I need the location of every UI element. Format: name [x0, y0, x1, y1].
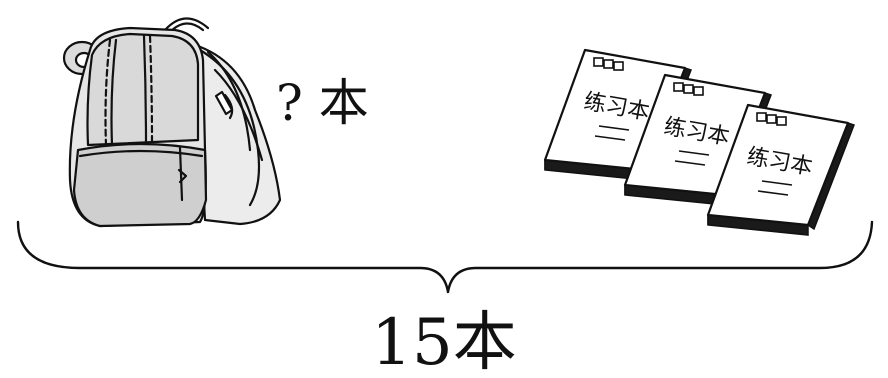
notebook-icon-2: 练习本: [623, 73, 773, 207]
notebook-icon-3: 练习本: [706, 103, 856, 237]
unknown-quantity-label: ? 本: [276, 74, 369, 132]
curly-brace: [16, 220, 874, 294]
notebook-icon-1: 练习本: [543, 48, 693, 182]
backpack-icon: [62, 17, 282, 228]
total-quantity-label: 15本: [371, 306, 516, 378]
